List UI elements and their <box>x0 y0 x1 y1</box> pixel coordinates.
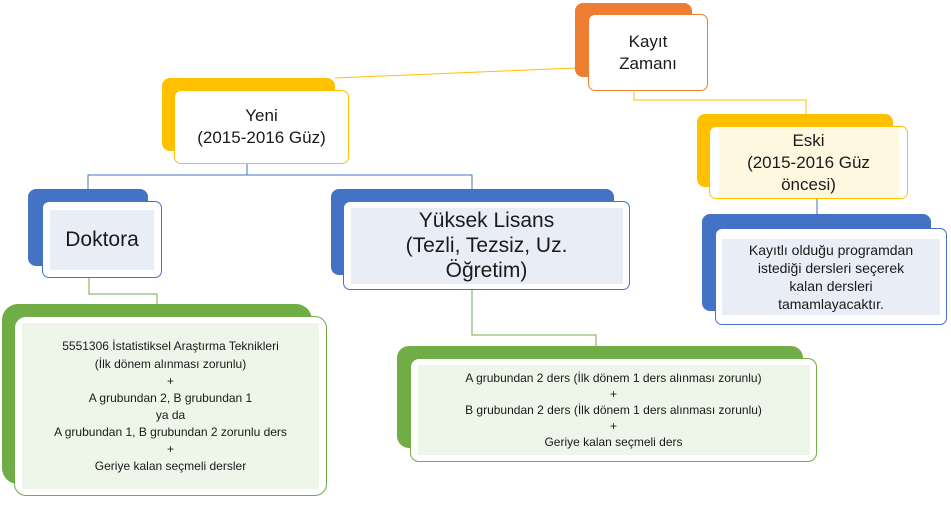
eski-line-2: (2015-2016 Güz <box>747 152 870 172</box>
doktora-detail-line-6: A grubundan 1, B grubundan 2 zorunlu der… <box>54 425 287 439</box>
eski-line-3: öncesi) <box>781 174 836 194</box>
yl-detail-line-2: + <box>609 387 617 401</box>
connector-yeni-children <box>87 164 473 189</box>
doktora-detail-node[interactable]: 5551306 İstatistiksel Araştırma Teknikle… <box>14 316 327 496</box>
yl-detail-line-1: A grubundan 2 ders (İlk dönem 1 ders alı… <box>465 371 762 385</box>
doktora-detail-line-7: + <box>166 442 174 456</box>
connector-root-yeni <box>334 67 577 79</box>
doktora-detail-line-1: 5551306 İstatistiksel Araştırma Teknikle… <box>62 339 279 353</box>
yl-detail-line-5: Geriye kalan seçmeli ders <box>544 435 683 449</box>
yl-line-1: Yüksek Lisans <box>418 209 555 232</box>
connector-yl-detail <box>471 290 597 346</box>
root-line-1: Kayıt <box>628 31 668 51</box>
yl-detail-node[interactable]: A grubundan 2 ders (İlk dönem 1 ders alı… <box>410 358 817 462</box>
yeni-line-2: (2015-2016 Güz) <box>197 128 326 147</box>
yl-detail-line-3: B grubundan 2 ders (İlk dönem 1 ders alı… <box>465 403 762 417</box>
doktora-detail-line-4: A grubundan 2, B grubundan 1 <box>88 391 253 405</box>
yeni-node[interactable]: Yeni (2015-2016 Güz) <box>174 90 349 164</box>
doktora-node[interactable]: Doktora <box>42 201 162 278</box>
doktora-detail-line-3: + <box>166 374 174 388</box>
connector-doktora-detail <box>88 278 158 304</box>
eski-line-1: Eski <box>792 130 825 150</box>
yl-line-3: Öğretim) <box>445 259 528 282</box>
eski-node[interactable]: Eski (2015-2016 Güz öncesi) <box>709 126 908 199</box>
yl-node[interactable]: Yüksek Lisans (Tezli, Tezsiz, Uz. Öğreti… <box>343 201 630 290</box>
doktora-line-1: Doktora <box>65 227 139 251</box>
yeni-line-1: Yeni <box>245 106 278 125</box>
root-node[interactable]: Kayıt Zamanı <box>588 14 708 91</box>
yl-detail-line-4: + <box>609 419 617 433</box>
root-line-2: Zamanı <box>619 53 677 73</box>
eski-detail-line-1: Kayıtlı olduğu programdan <box>748 241 914 258</box>
eski-detail-node[interactable]: Kayıtlı olduğu programdan istediği dersl… <box>715 228 947 325</box>
eski-detail-line-4: tamamlayacaktır. <box>778 295 884 312</box>
eski-detail-line-3: kalan dersleri <box>789 277 873 294</box>
eski-detail-line-2: istediği dersleri seçerek <box>757 259 905 276</box>
connector-root-eski <box>633 92 807 114</box>
doktora-detail-line-8: Geriye kalan seçmeli dersler <box>94 459 247 473</box>
doktora-detail-line-5: ya da <box>155 408 186 422</box>
yl-line-2: (Tezli, Tezsiz, Uz. <box>405 234 568 257</box>
doktora-detail-line-2: (İlk dönem alınması zorunlu) <box>94 357 247 371</box>
